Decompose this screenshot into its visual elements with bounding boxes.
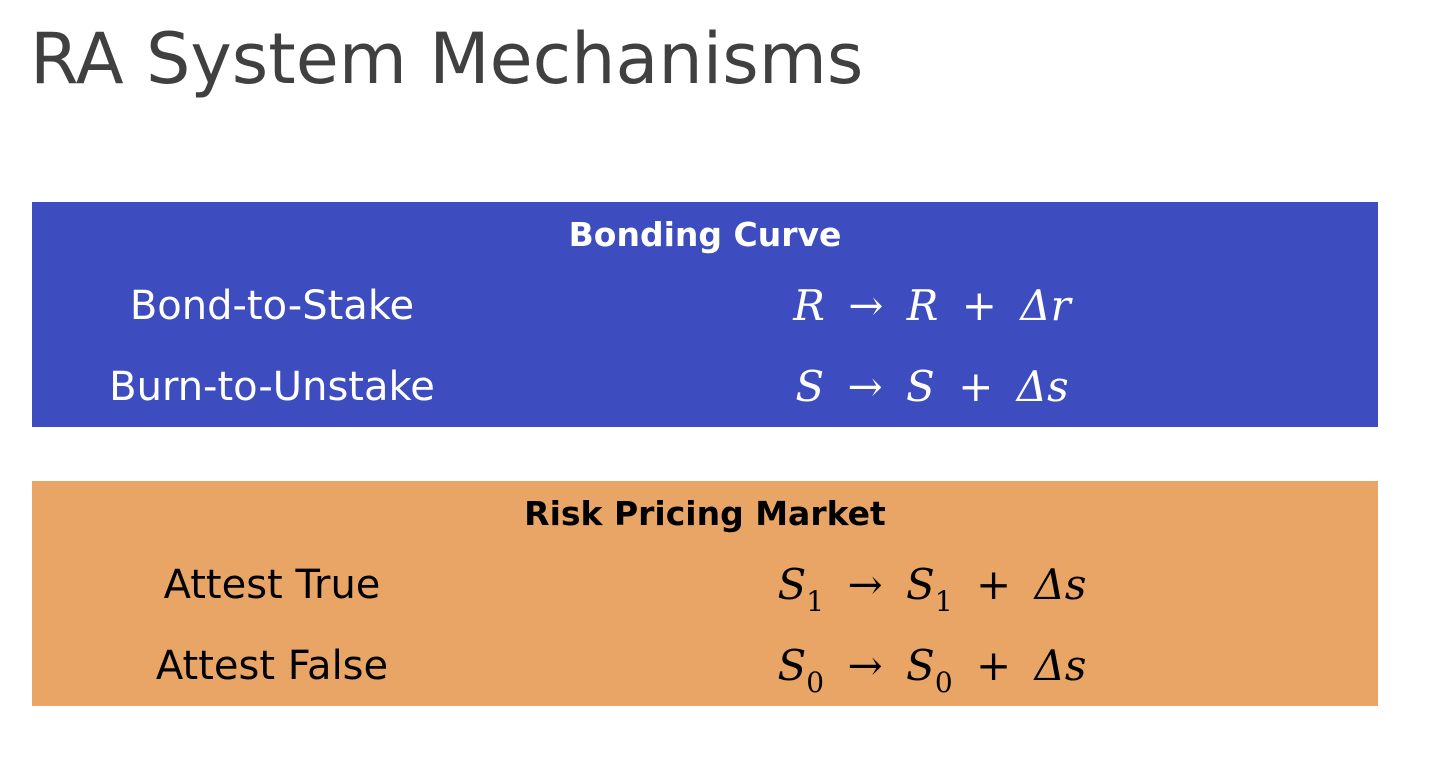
attest-true-label: Attest True: [163, 562, 381, 608]
formula-rhs: S: [906, 560, 935, 609]
attest-true-formula: S1 → S1 + Δs: [692, 555, 1172, 620]
formula-lhs: S: [795, 362, 825, 411]
formula-delta: Δr: [1020, 281, 1071, 330]
arrow-symbol: →: [848, 281, 884, 330]
formula-rhs: S: [906, 641, 935, 690]
formula-delta: Δs: [1016, 362, 1069, 411]
formula-lhs: S: [777, 560, 807, 609]
bond-to-stake-label: Bond-to-Stake: [129, 283, 415, 329]
arrow-symbol: →: [847, 362, 883, 411]
plus-symbol: +: [958, 362, 994, 411]
plus-symbol: +: [976, 560, 1012, 609]
formula-lhs: S: [777, 641, 807, 690]
burn-to-unstake-formula: S → S + Δs: [692, 357, 1172, 422]
formula-lhs-subscript: 1: [806, 585, 825, 618]
formula-delta: Δs: [1034, 641, 1087, 690]
formula-lhs: R: [793, 281, 825, 330]
bonding-curve-header: Bonding Curve: [568, 215, 842, 254]
burn-to-unstake-row: Burn-to-Unstake S → S + Δs: [32, 357, 1378, 417]
attest-false-label: Attest False: [155, 643, 389, 689]
formula-rhs-subscript: 1: [934, 585, 953, 618]
plus-symbol: +: [976, 641, 1012, 690]
arrow-symbol: →: [847, 641, 883, 690]
risk-pricing-market-panel: Risk Pricing Market Attest True S1 → S1 …: [32, 481, 1378, 706]
page-title: RA System Mechanisms: [30, 18, 864, 100]
formula-rhs: R: [906, 281, 939, 330]
bonding-curve-panel: Bonding Curve Bond-to-Stake R → R + Δr B…: [32, 202, 1378, 427]
arrow-symbol: →: [847, 560, 883, 609]
bond-to-stake-formula: R → R + Δr: [692, 276, 1172, 341]
formula-rhs-subscript: 0: [934, 666, 953, 699]
burn-to-unstake-label: Burn-to-Unstake: [109, 364, 435, 410]
risk-pricing-market-header: Risk Pricing Market: [524, 494, 886, 533]
formula-delta: Δs: [1034, 560, 1087, 609]
formula-rhs: S: [906, 362, 935, 411]
attest-false-formula: S0 → S0 + Δs: [692, 636, 1172, 701]
plus-symbol: +: [961, 281, 997, 330]
formula-lhs-subscript: 0: [806, 666, 825, 699]
attest-true-row: Attest True S1 → S1 + Δs: [32, 555, 1378, 618]
bond-to-stake-row: Bond-to-Stake R → R + Δr: [32, 276, 1378, 336]
attest-false-row: Attest False S0 → S0 + Δs: [32, 636, 1378, 699]
